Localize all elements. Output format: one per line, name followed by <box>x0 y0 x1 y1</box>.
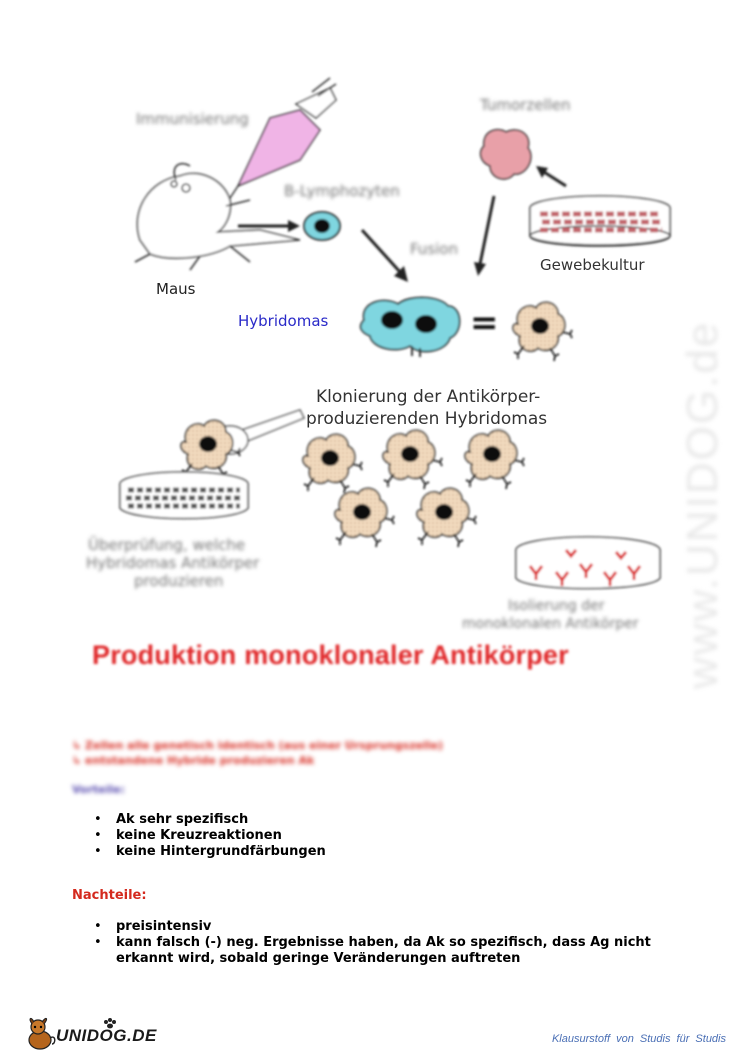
antibody-dish-icon <box>515 536 661 590</box>
cloned-hybridoma-icon <box>334 487 395 548</box>
cloned-hybridoma-icon <box>302 433 363 494</box>
tissue-culture-dish-icon <box>529 195 671 247</box>
equals-sign: = <box>470 303 499 343</box>
bullet-icon: • <box>94 844 102 859</box>
bullet-icon: • <box>94 812 102 827</box>
label-klonierung-2: produzierenden Hybridomas <box>306 409 547 429</box>
dog-icon <box>28 1017 56 1050</box>
label-isolierung-2: monoklonalen Antikörper <box>462 616 639 632</box>
label-gewebekultur: Gewebekultur <box>540 256 645 274</box>
list-item: •preisintensiv <box>94 919 212 934</box>
nachteile-list: •preisintensiv •kann falsch (-) neg. Erg… <box>72 919 672 967</box>
list-item: •Ak sehr spezifisch <box>94 812 249 827</box>
label-fusion: Fusion <box>410 240 458 258</box>
label-tumorzellen: Tumorzellen <box>479 96 571 114</box>
page-title: Produktion monoklonaler Antikörper <box>92 640 569 670</box>
label-isolierung-1: Isolierung der <box>508 598 605 614</box>
note-line: ↳ Zellen alle genetisch identisch (aus e… <box>72 739 444 752</box>
cloned-hybridoma-icon <box>382 429 443 490</box>
b-lymphocyte-icon <box>303 211 341 241</box>
nachteile-heading: Nachteile: <box>72 888 147 903</box>
watermark: www.UNIDOG.de <box>678 320 727 690</box>
label-b-lymphozyten: B-Lymphozyten <box>284 182 400 200</box>
note-line: ↳ entstandene Hybride produzieren Ak <box>72 754 315 767</box>
label-ueberpruefung-1: Überprüfung, welche <box>88 535 245 554</box>
syringe-icon <box>225 77 337 205</box>
cloned-hybridoma-icon <box>416 487 477 548</box>
label-maus: Maus <box>156 280 196 298</box>
label-hybridomas: Hybridomas <box>238 312 329 330</box>
list-item: •keine Hintergrundfärbungen <box>94 844 326 859</box>
hybridoma-diagram: = <box>86 77 671 632</box>
bullet-icon: • <box>94 828 102 843</box>
list-item: •keine Kreuzreaktionen <box>94 828 282 843</box>
footer-tagline: Klausurstoff von Studis für Studis <box>551 1033 726 1045</box>
label-immunisierung: Immunisierung <box>136 110 249 128</box>
logo-text: UNIDOG.DE <box>56 1026 157 1045</box>
label-klonierung-1: Klonierung der Antikörper- <box>316 387 540 407</box>
bullet-icon: • <box>94 935 102 950</box>
hybridoma-cell-icon <box>359 296 461 357</box>
unidog-logo <box>28 1017 116 1050</box>
cloned-hybridoma-icon <box>464 429 525 490</box>
antibody-hybridoma-icon <box>512 301 573 362</box>
tumor-cells-icon <box>479 128 532 180</box>
vorteile-heading: Vorteile: <box>72 783 126 796</box>
list-item: •kann falsch (-) neg. Ergebnisse haben, … <box>94 935 651 966</box>
mouse-icon <box>134 162 301 271</box>
vorteile-list: •Ak sehr spezifisch •keine Kreuzreaktion… <box>72 812 692 860</box>
label-ueberpruefung-3: produzieren <box>134 572 223 590</box>
screening-dish-icon <box>119 471 249 520</box>
paw-icon <box>104 1018 116 1029</box>
bullet-icon: • <box>94 919 102 934</box>
label-ueberpruefung-2: Hybridomas Antikörper <box>86 554 260 572</box>
